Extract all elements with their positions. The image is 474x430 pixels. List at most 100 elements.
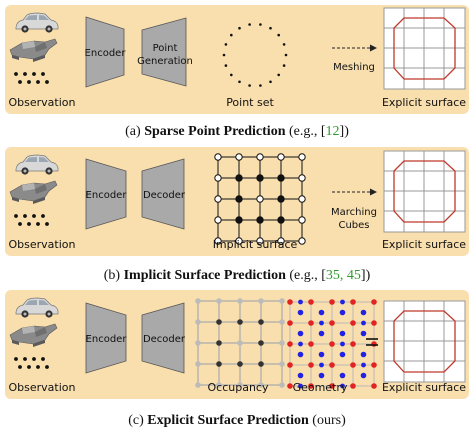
geometry-vertex-red xyxy=(371,299,377,305)
point-set-point xyxy=(269,80,272,84)
geometry-vertex-blue xyxy=(339,351,346,358)
point-set-point xyxy=(230,33,233,37)
occupied-node xyxy=(258,361,264,367)
point-set-point xyxy=(248,23,251,26)
geometry-vertex-red xyxy=(287,341,293,347)
empty-node xyxy=(195,319,201,325)
outside-node xyxy=(256,237,264,245)
inside-node xyxy=(277,195,285,203)
inside-node xyxy=(235,174,243,182)
geometry-vertex-red xyxy=(371,383,377,389)
geometry-vertex-red xyxy=(287,320,293,326)
geometry-vertex-blue xyxy=(339,372,346,379)
geometry-vertex-blue xyxy=(318,330,325,337)
point-generation-label-line2: Generation xyxy=(137,56,193,67)
encoder-label: Encoder xyxy=(86,334,128,345)
geometry-vertex-blue xyxy=(360,351,367,358)
explicit-surface-label: Explicit surface xyxy=(382,96,466,109)
geometry-label: Geometry xyxy=(293,381,348,394)
caption-b: (b) Implicit Surface Prediction (e.g., [… xyxy=(104,268,371,283)
outside-node xyxy=(277,153,285,161)
geometry-vertex-blue xyxy=(339,309,346,316)
implicit-surface-grid xyxy=(214,153,306,245)
geometry-vertex-blue xyxy=(298,341,303,347)
geometry-vertex-red xyxy=(308,341,314,347)
outside-node xyxy=(298,237,306,245)
geometry-vertex-red xyxy=(287,383,293,389)
meshing-label: Meshing xyxy=(333,62,375,73)
geometry-vertex-blue xyxy=(319,320,324,326)
geometry-vertex-red xyxy=(308,299,314,305)
outside-node xyxy=(298,153,306,161)
point-set-circle xyxy=(222,23,288,87)
outside-node xyxy=(256,195,264,203)
geometry-vertex-blue xyxy=(298,299,303,305)
explicit-surface-grid xyxy=(383,7,466,90)
geometry-grid xyxy=(287,299,377,389)
panel-c: Observation Encoder Decoder Occupancy Ge… xyxy=(5,290,469,399)
encoder-block xyxy=(85,302,127,374)
outside-node xyxy=(235,153,243,161)
geometry-vertex-red xyxy=(308,362,314,368)
occupied-node xyxy=(237,319,243,325)
outside-node xyxy=(214,153,222,161)
geometry-vertex-blue xyxy=(319,362,324,368)
empty-node xyxy=(279,340,285,346)
occupied-node xyxy=(216,319,222,325)
outside-node xyxy=(235,237,243,245)
point-set-point xyxy=(282,64,286,67)
outside-node xyxy=(214,237,222,245)
geometry-vertex-red xyxy=(329,362,335,368)
outside-node xyxy=(214,216,222,224)
outside-node xyxy=(214,195,222,203)
geometry-vertex-red xyxy=(329,341,335,347)
point-set-point xyxy=(248,84,251,87)
geometry-vertex-blue xyxy=(318,309,325,316)
point-set-point xyxy=(238,80,241,84)
point-set-point xyxy=(259,84,262,87)
point-set-point xyxy=(282,43,286,46)
point-set-point xyxy=(277,73,281,77)
point-set-point xyxy=(224,64,228,67)
encoder-block xyxy=(85,16,125,88)
point-generation-block xyxy=(141,17,187,87)
caption-a: (a) Sparse Point Prediction (e.g., [12]) xyxy=(125,124,349,139)
marching-cubes-label-line2: Cubes xyxy=(338,220,369,231)
empty-node xyxy=(195,382,201,388)
geometry-vertex-red xyxy=(329,299,335,305)
observation-label: Observation xyxy=(9,381,76,394)
geometry-vertex-blue xyxy=(340,299,345,305)
point-set-point xyxy=(230,73,233,77)
decoder-block xyxy=(141,158,185,230)
geometry-vertex-blue xyxy=(360,330,367,337)
point-set-point xyxy=(284,53,288,57)
panel-a: Observation Encoder Point Generation Poi… xyxy=(5,5,469,114)
occupancy-label: Occupancy xyxy=(208,381,269,394)
empty-node xyxy=(258,298,264,304)
geometry-vertex-blue xyxy=(339,330,346,337)
point-set-point xyxy=(259,23,262,26)
geometry-vertex-blue xyxy=(298,383,303,389)
occupied-node xyxy=(258,340,264,346)
geometry-vertex-blue xyxy=(297,351,304,358)
point-set-point xyxy=(224,43,228,46)
point-set-point xyxy=(269,26,272,30)
empty-node xyxy=(195,361,201,367)
point-generation-label-line1: Point xyxy=(153,43,178,54)
decoder-block xyxy=(141,302,185,374)
observation-label: Observation xyxy=(9,238,76,251)
empty-node xyxy=(237,382,243,388)
geometry-vertex-blue xyxy=(360,372,367,379)
inside-node xyxy=(256,216,264,224)
empty-node xyxy=(216,382,222,388)
implicit-surface-label: Implicit surface xyxy=(213,238,298,251)
geometry-vertex-blue xyxy=(297,372,304,379)
inside-node xyxy=(235,195,243,203)
outside-node xyxy=(298,216,306,224)
empty-node xyxy=(195,298,201,304)
outside-node xyxy=(298,195,306,203)
marching-cubes-label-line1: Marching xyxy=(331,207,377,218)
occupied-node xyxy=(216,361,222,367)
geometry-vertex-red xyxy=(350,299,356,305)
